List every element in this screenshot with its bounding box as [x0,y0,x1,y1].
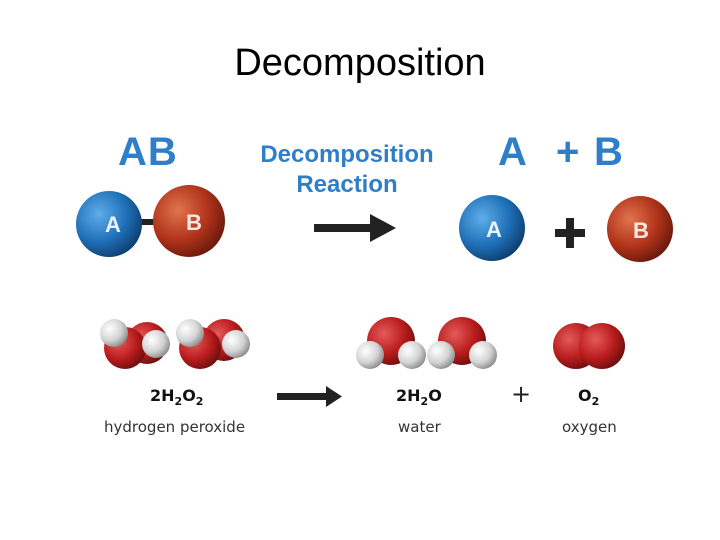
product-b-label: B [594,130,624,174]
reactant-ab-label: AB [118,130,178,174]
water-name: water [398,418,441,436]
reactant-formula: 2H2O2 [150,386,203,408]
reactant-o: O [182,386,196,405]
product-atom-b-sphere [607,196,673,262]
slide-title: Decomposition [234,42,486,84]
reactant-coef: 2H [150,386,175,405]
reactant-sub1: 2 [174,395,183,409]
reaction-label-line2: Reaction [296,171,398,198]
reactant-sub2: 2 [195,395,204,409]
oxygen-sub: 2 [591,395,600,409]
oxygen-o: O [578,386,592,405]
bottom-arrow-head [326,386,342,407]
water-molecule-1 [356,317,426,369]
oxygen-formula: O2 [578,386,599,408]
product-atom-a-letter: A [486,217,502,242]
water-coef: 2H [396,386,421,405]
product-atom-a-sphere [459,195,525,261]
top-plus-v [566,218,574,248]
atom-b-sphere [153,185,225,257]
oxygen-name: oxygen [562,418,617,436]
product-atom-b-letter: B [633,218,649,243]
plus-label: + [556,130,581,174]
water-sub: 2 [420,395,429,409]
atom-b-letter: B [186,210,202,235]
h2o2-molecule-2 [176,319,250,369]
reactant-name: hydrogen peroxide [104,418,246,436]
water-formula: 2H2O [396,386,442,408]
reaction-label-line1: Decomposition [260,141,434,168]
reaction-label: Decomposition Reaction [240,140,454,200]
atom-a-letter: A [105,212,121,237]
product-a-label: A [498,130,528,174]
water-o: O [428,386,442,405]
top-arrow-head [370,214,396,242]
bottom-plus: + [511,380,532,408]
oxygen-molecule [553,323,625,369]
top-arrow-shaft [314,224,374,232]
h2o2-molecule-1 [100,319,170,369]
bottom-arrow-shaft [277,393,329,400]
atom-a-sphere [76,191,142,257]
water-molecule-2 [427,317,497,369]
